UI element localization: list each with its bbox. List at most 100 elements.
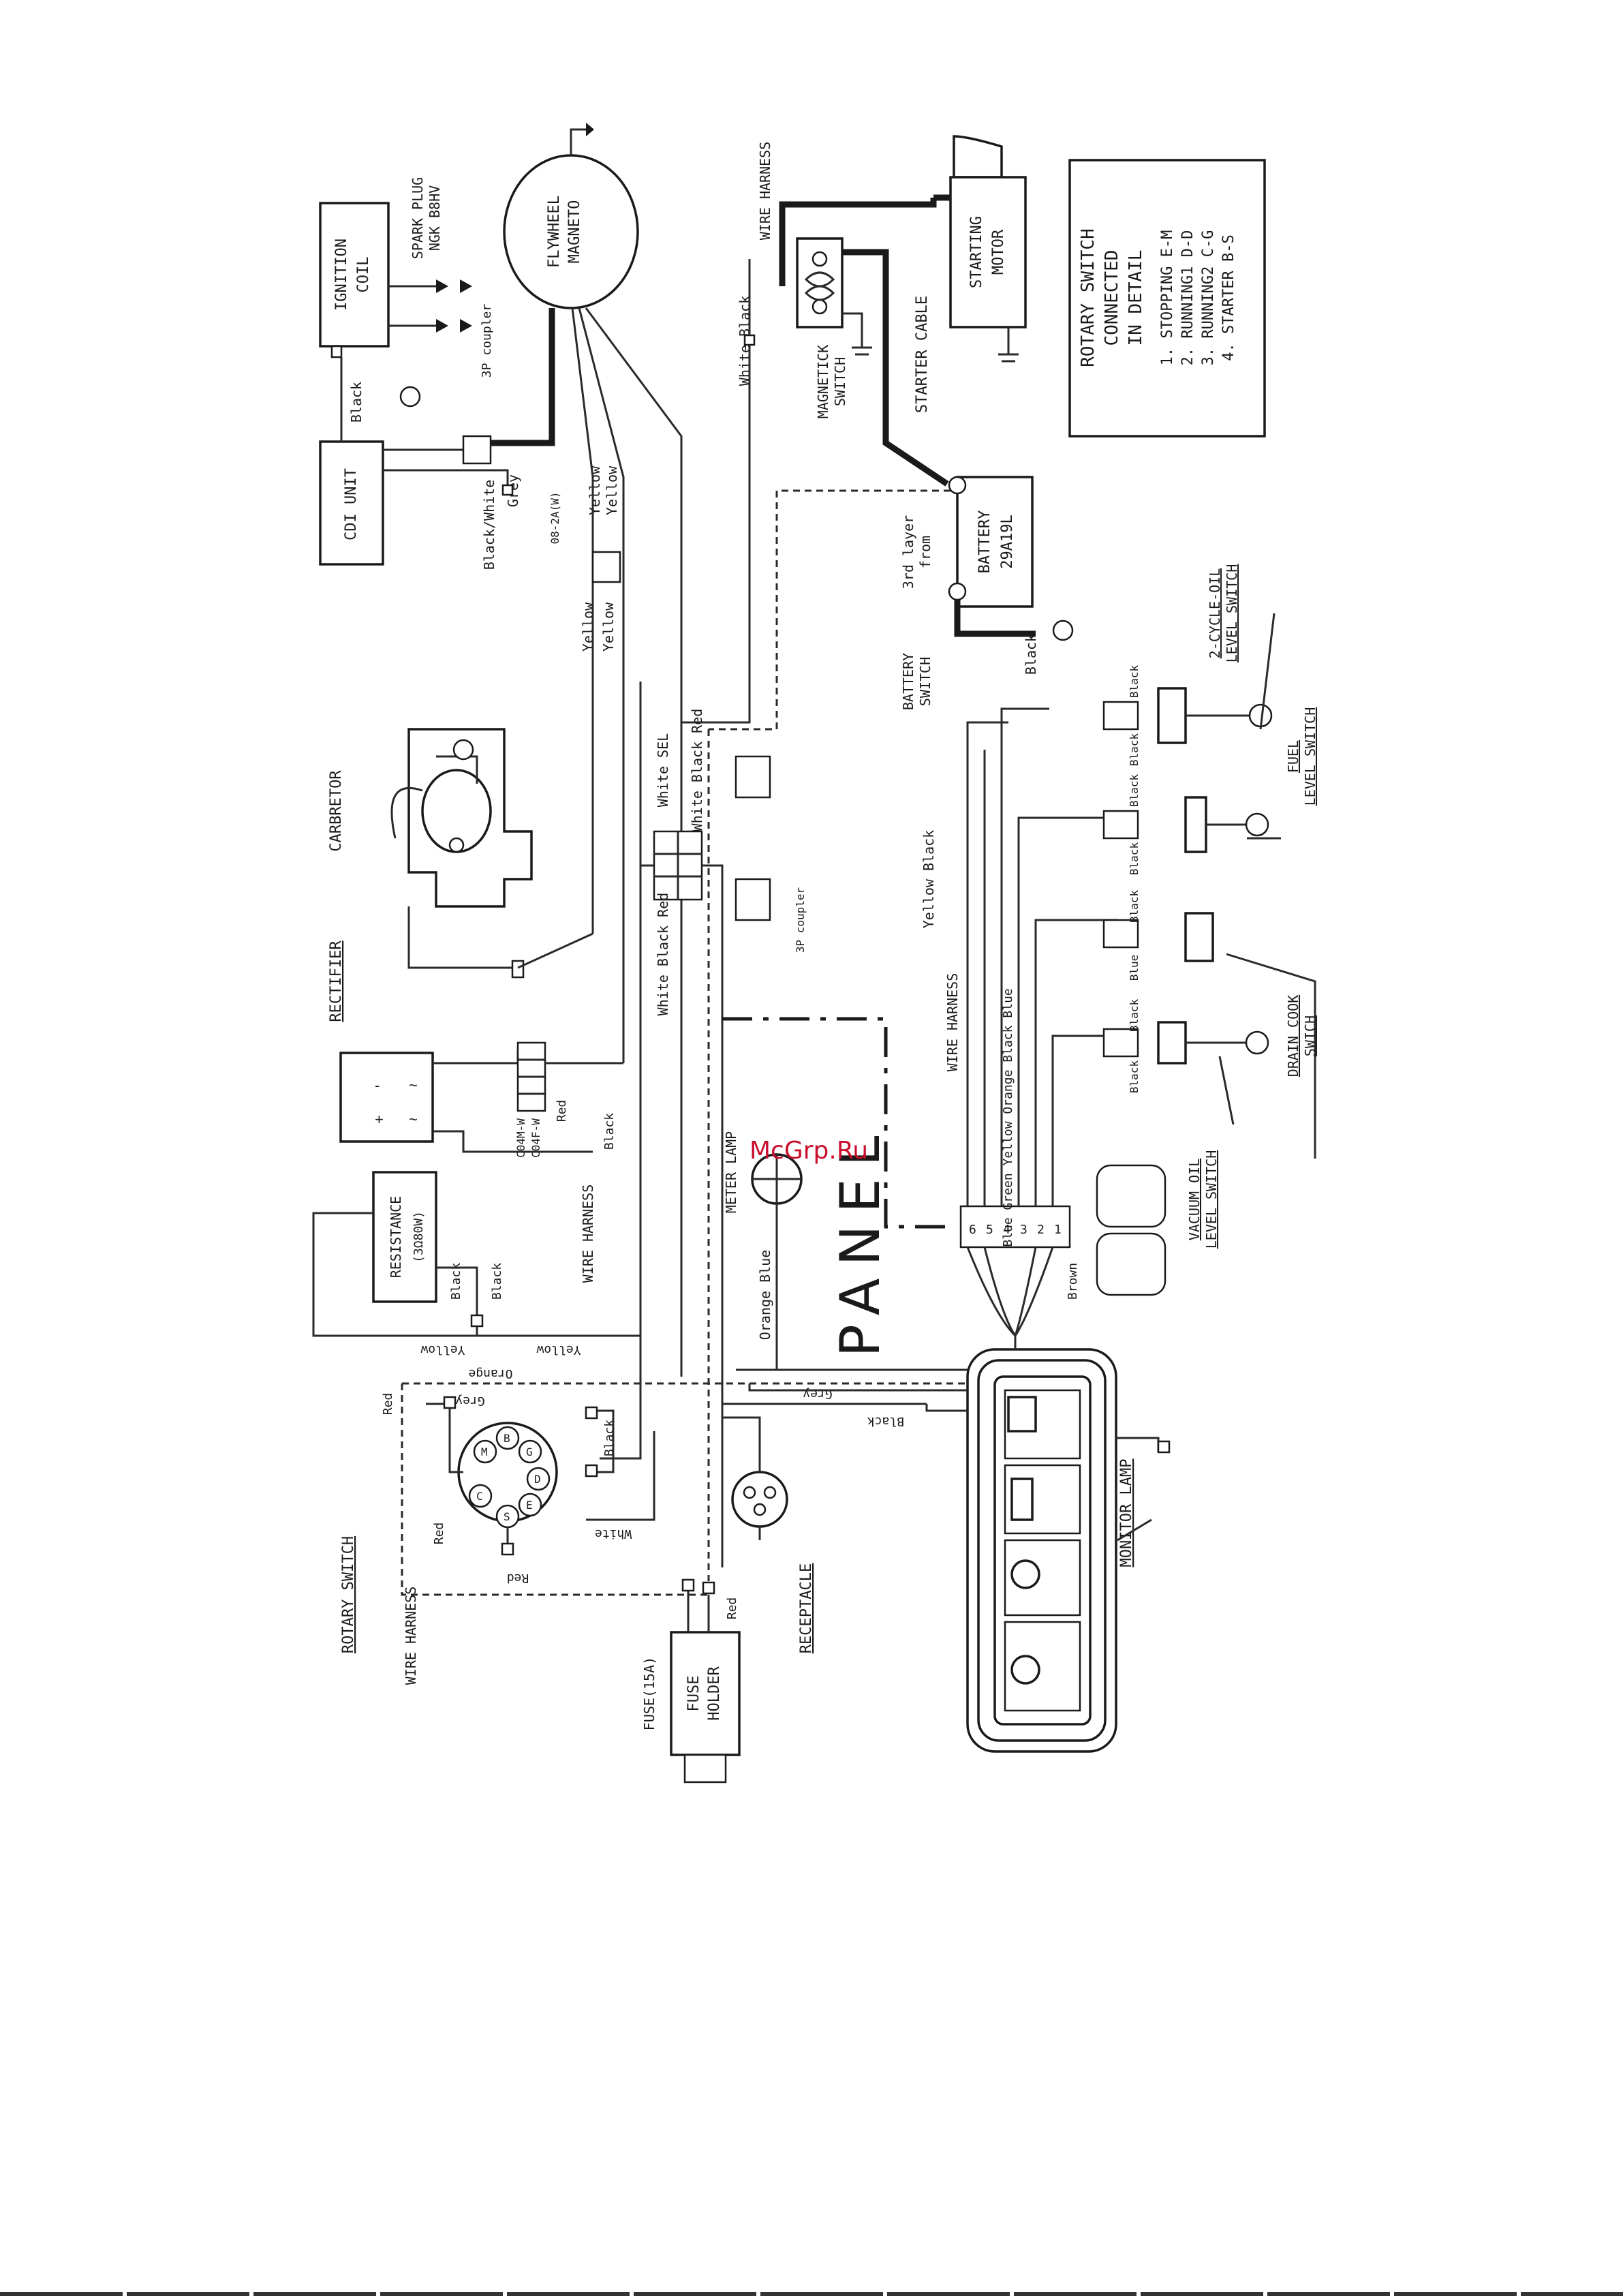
svg-text:6: 6 [969,1223,976,1237]
orange-blue-label: Orange Blue [757,1250,773,1340]
black-side-g: Black [1128,1060,1141,1094]
ignition-coil-label: IGNITION [333,239,350,311]
red-fuse-label: Red [725,1597,739,1620]
black-side-e: Black [1128,890,1141,923]
starter-cable-label: STARTER CABLE [914,296,931,413]
red-rot-2: Red [432,1522,446,1545]
panel-outline [722,1017,954,1229]
page-bottom-rule [0,2292,1623,2296]
svg-text:S: S [504,1510,510,1523]
coupler-label-top: 3P coupler [480,304,494,378]
black-side-b: Black [1128,733,1141,767]
rotary-detail-line1: 1. STOPPING E-M [1159,230,1176,366]
black-side-f: Black [1128,999,1141,1032]
blue-side: Blue [1128,955,1141,981]
ignition-coil-label-2: COIL [355,257,372,293]
wbr-right-label: White Black Red [689,709,705,832]
white-rot: White [595,1527,632,1541]
c04m-label: C04M-W [514,1118,527,1158]
sel-label: White SEL [655,733,671,807]
rotary-switch-label: ROTARY SWITCH [340,1536,357,1653]
holder-label: HOLDER [706,1666,723,1721]
yellow-bottom-b: Yellow [536,1343,581,1357]
rotary-detail-sub1: CONNECTED [1102,250,1122,346]
black-side-d: Black [1128,842,1141,876]
fuse-holder: FUSE HOLDER [670,1631,741,1784]
meter-lamp-label: METER LAMP [723,1131,739,1213]
cycle-oil-label-2: LEVEL SWITCH [1224,564,1240,663]
magnetick-label: MAGNETICK [815,345,831,418]
coupler-3p-mid-label: 3P coupler [794,887,807,953]
cycle-oil-label: 2-CYCLE-OIL [1207,568,1223,658]
battery-label: BATTERY [976,510,993,574]
black-bottom: Black [867,1414,904,1428]
svg-text:B: B [504,1432,510,1445]
ground-icon [586,123,594,136]
starting-motor: STARTING MOTOR [949,135,1027,363]
fuel-level-label-2: LEVEL SWITCH [1302,707,1318,806]
carburetor [390,728,533,908]
cdi-unit-label: CDI UNIT [343,468,360,540]
wire-harness-bottom-label: WIRE HARNESS [403,1587,419,1685]
wire-harness-mid-label: WIRE HARNESS [944,973,961,1072]
coupler-3p-mid-a [735,755,771,921]
flywheel-magneto: FLYWHEEL MAGNETO [503,123,639,309]
svg-text:+: + [375,1111,384,1128]
meter-lamp [751,1153,803,1205]
svg-text:3: 3 [1020,1223,1027,1237]
cdi-black-label: Black [348,382,365,423]
wire-harness-left-label: WIRE HARNESS [580,1184,596,1283]
battery-switch-label-2: SWITCH [917,657,933,706]
fuel-level-switch [1102,796,1269,853]
yellow-bottom-a: Yellow [420,1343,465,1357]
yellow-label-d: Yellow [600,602,617,652]
svg-text:~: ~ [409,1077,418,1094]
third-layer-label: 3rd layer [900,515,916,589]
vacuum-label: VACUUM OIL [1186,1159,1203,1240]
rotary-switch: M B G D E S C [457,1422,558,1529]
magneto-label: MAGNETO [566,200,583,264]
receptacle [721,1403,927,1540]
battery-switch-label: BATTERY [900,653,916,710]
yellow-label-a: Yellow [587,465,603,515]
monitor-lamp [966,1348,1117,1753]
svg-text:4: 4 [1003,1223,1010,1237]
red-small-label: Red [555,1100,569,1122]
drain-cook-switch [1102,912,1214,962]
fuse-rating-label: FUSE(15A) [641,1657,658,1730]
starting-label: STARTING [968,216,985,288]
watermark: McGrp.Ru [749,1137,868,1165]
spark-plug-model: NGK B8HV [427,185,443,251]
monitor-fuel-icon [1010,1478,1034,1521]
svg-text:E: E [526,1499,533,1512]
monitor-warning-icon [1010,1655,1040,1685]
black-res-b: Black [490,1263,504,1300]
connector-c04 [516,1041,546,1112]
c04f-label: C04F-W [529,1118,542,1158]
orange-bottom: Orange [468,1366,512,1381]
wbr-left-label: White Black Red [655,893,671,1016]
connector-code: 08-2A(W) [548,491,561,544]
svg-text:-: - [375,1077,380,1094]
brown-label: Brown [1066,1263,1080,1300]
wire-harness-top-label: WIRE HARNESS [757,142,773,241]
motor-label: MOTOR [990,229,1007,275]
receptacle-label: RECEPTACLE [798,1563,815,1653]
panel-plug-right [1096,1164,1166,1296]
resistance: RESISTANCE (3Ω80W) [372,1171,437,1303]
panel-colors-label: Blue Green Yellow Orange Black Blue [1001,988,1015,1246]
black-rot: Black [602,1420,617,1456]
yellow-label-b: Yellow [604,465,620,515]
monitor-battery-icon [1007,1396,1037,1433]
sel-connector-block [653,830,703,901]
panel-connector: 6 5 4 3 2 1 [959,1205,1071,1249]
rotary-detail-line4: 4. STARTER B-S [1220,234,1237,361]
panel-label: PANEL [829,1124,892,1358]
svg-text:C: C [476,1490,483,1503]
svg-text:D: D [534,1473,541,1486]
svg-text:M: M [481,1445,488,1458]
vacuum-oil-switch [1102,1021,1269,1065]
ground-icon [399,386,421,408]
yellow-black-mid-label: Yellow Black [921,830,937,929]
